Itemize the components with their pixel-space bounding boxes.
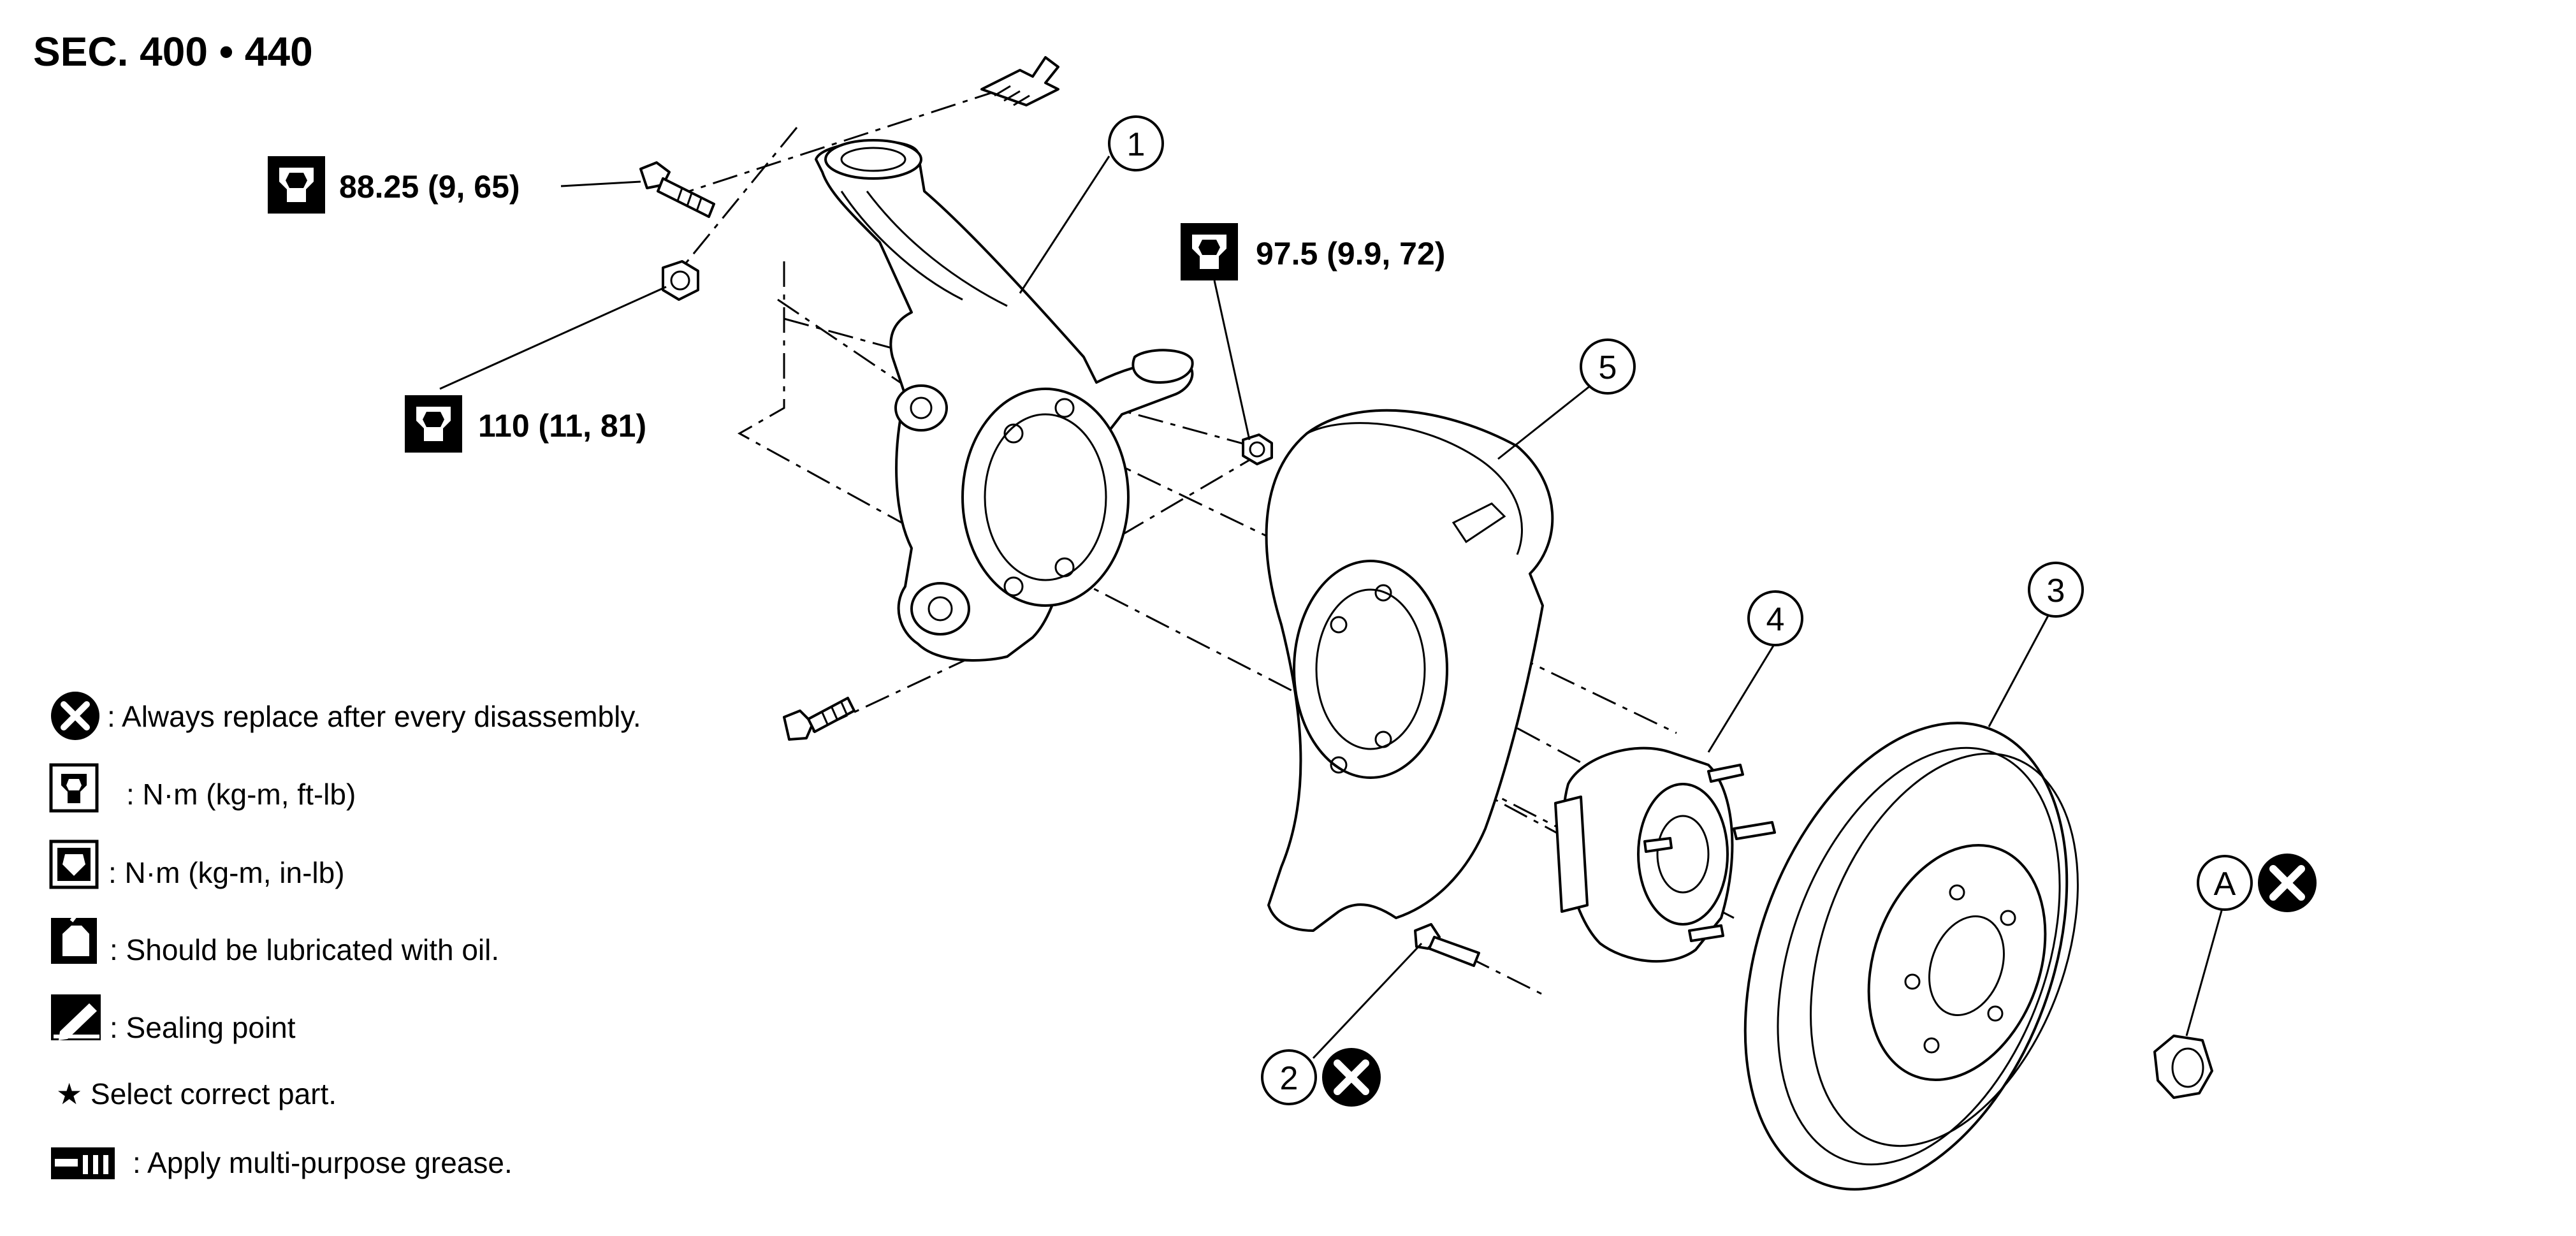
splash-guard xyxy=(1265,409,1554,932)
legend-text: : N·m (kg-m, in-lb) xyxy=(108,856,345,889)
legend-text: : Apply multi-purpose grease. xyxy=(133,1146,513,1179)
callout-label: 3 xyxy=(2047,572,2065,609)
legend-text: : N·m (kg-m, ft-lb) xyxy=(126,778,356,811)
hub-bearing xyxy=(1554,746,1776,963)
hub-bolt xyxy=(1414,923,1480,967)
legend-text: : Sealing point xyxy=(110,1011,296,1044)
strut-nut xyxy=(1242,433,1273,465)
callout-label: 4 xyxy=(1766,601,1785,638)
replace-icon xyxy=(2258,854,2317,912)
torque-wrench-icon xyxy=(49,763,99,813)
torque-spec-upper: 88.25 (9, 65) xyxy=(268,156,520,214)
leader-lines xyxy=(439,156,2225,1059)
callout-a: A xyxy=(2197,854,2317,912)
legend-text: : Always replace after every disassembly… xyxy=(107,700,641,733)
steering-knuckle xyxy=(815,139,1194,662)
torque-wrench-filled-icon xyxy=(49,840,99,889)
torque-wrench-icon xyxy=(405,395,462,453)
callout-2: 2 xyxy=(1261,1048,1381,1107)
knuckle-upper-bolt xyxy=(639,161,715,218)
legend: : Always replace after every disassembly… xyxy=(49,692,641,1179)
legend-item: : Always replace after every disassembly… xyxy=(51,692,641,740)
legend-item: : N·m (kg-m, ft-lb) xyxy=(49,763,356,813)
replace-icon xyxy=(51,692,99,740)
torque-value-upper: 88.25 (9, 65) xyxy=(339,169,520,205)
torque-spec-strut: 97.5 (9.9, 72) xyxy=(1181,223,1445,280)
sealing-icon xyxy=(51,994,101,1040)
grease-icon xyxy=(51,1147,115,1179)
section-title: SEC. 400 • 440 xyxy=(33,29,313,75)
callout-label: A xyxy=(2214,866,2236,903)
legend-item: : Should be lubricated with oil. xyxy=(51,912,499,966)
callout-label: 2 xyxy=(1280,1060,1299,1097)
callout-label: 5 xyxy=(1599,349,1617,386)
torque-wrench-icon xyxy=(1181,223,1238,280)
upper-bolt xyxy=(980,56,1059,106)
legend-item: : Sealing point xyxy=(51,994,296,1044)
callout-3: 3 xyxy=(2028,562,2084,618)
torque-value-lower: 110 (11, 81) xyxy=(478,408,646,444)
legend-item: ★ Select correct part. xyxy=(56,1077,337,1110)
legend-item: : N·m (kg-m, in-lb) xyxy=(49,840,345,889)
legend-item: : Apply multi-purpose grease. xyxy=(51,1146,513,1179)
lower-bolt xyxy=(783,697,855,741)
callout-label: 1 xyxy=(1127,126,1146,163)
hub-nut-a xyxy=(2153,1035,2213,1099)
legend-text: ★ Select correct part. xyxy=(56,1077,337,1110)
replace-icon xyxy=(1322,1048,1381,1107)
oil-can-icon xyxy=(51,912,97,964)
torque-wrench-icon xyxy=(268,156,325,214)
torque-value-strut: 97.5 (9.9, 72) xyxy=(1256,236,1445,272)
knuckle-nut xyxy=(662,260,699,301)
legend-text: : Should be lubricated with oil. xyxy=(110,933,499,966)
callout-4: 4 xyxy=(1747,590,1803,646)
callout-5: 5 xyxy=(1580,338,1636,395)
torque-spec-lower: 110 (11, 81) xyxy=(405,395,646,453)
disc-rotor xyxy=(1743,722,2079,1191)
callout-1: 1 xyxy=(1108,115,1164,171)
